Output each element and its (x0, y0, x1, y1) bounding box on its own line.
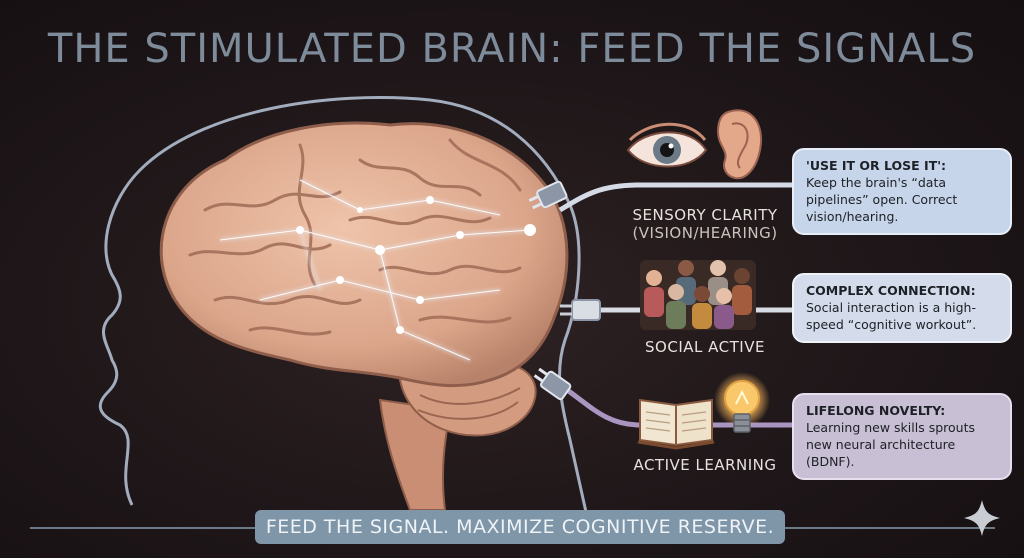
head-outline (98, 96, 592, 531)
bottom-banner: FEED THE SIGNAL. MAXIMIZE COGNITIVE RESE… (255, 510, 785, 544)
book-icon (637, 398, 715, 450)
info-box-learning: LIFELONG NOVELTY: Learning new skills sp… (792, 393, 1012, 480)
eye-icon (626, 122, 708, 168)
info-box-sensory: 'USE IT OR LOSE IT': Keep the brain's “d… (792, 148, 1012, 235)
label-active-learning: ACTIVE LEARNING (633, 456, 777, 474)
info-box-heading: 'USE IT OR LOSE IT': (806, 158, 947, 173)
info-box-body: Learning new skills sprouts new neural a… (806, 420, 976, 469)
info-box-heading: LIFELONG NOVELTY: (806, 403, 946, 418)
label-sensory-clarity: SENSORY CLARITY (VISION/HEARING) (632, 206, 778, 242)
plug-icon (528, 180, 568, 210)
people-icon (640, 260, 756, 330)
lightbulb-icon (714, 372, 770, 433)
plug-icon (533, 367, 572, 401)
page-title: THE STIMULATED BRAIN: FEED THE SIGNALS (47, 26, 977, 72)
info-box-heading: COMPLEX CONNECTION: (806, 283, 976, 298)
label-social-active: SOCIAL ACTIVE (645, 338, 765, 356)
info-box-social: COMPLEX CONNECTION: Social interaction i… (792, 273, 1012, 343)
plug-icon (560, 299, 601, 321)
cable-learning (558, 382, 795, 428)
cable-sensory (558, 182, 795, 213)
info-box-body: Keep the brain's “data pipelines” open. … (806, 175, 958, 224)
sparkle-icon (964, 500, 1000, 536)
info-box-body: Social interaction is a high-speed “cogn… (806, 300, 977, 332)
ear-icon (716, 109, 763, 180)
